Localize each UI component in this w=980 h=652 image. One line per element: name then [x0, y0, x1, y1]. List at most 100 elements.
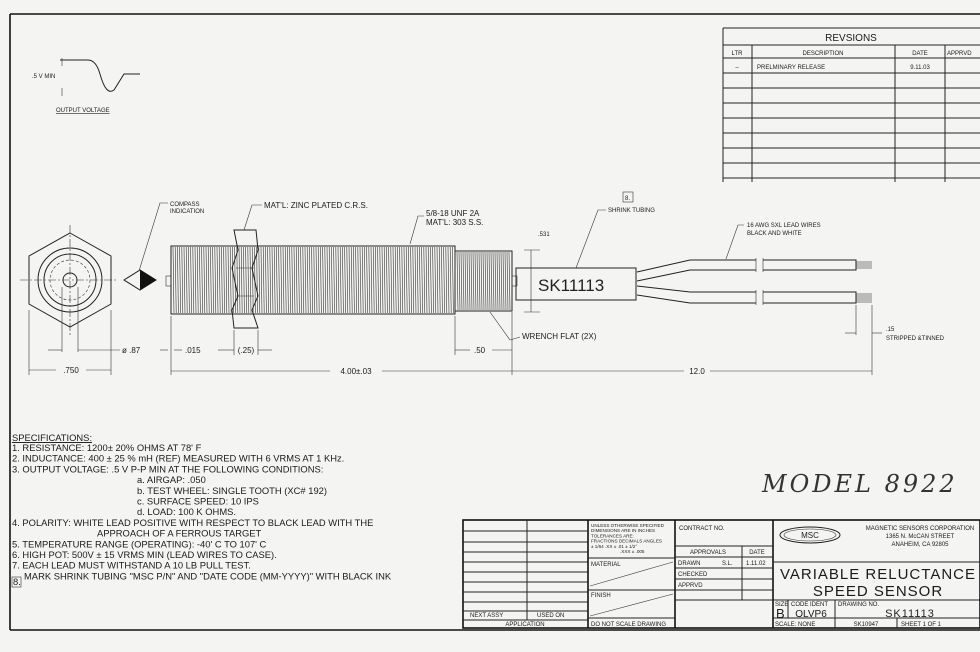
thread-line — [488, 251, 491, 311]
thread-line — [408, 246, 410, 314]
thread-line — [355, 246, 357, 314]
thread-line — [203, 246, 206, 314]
thread-line — [484, 251, 487, 311]
thread-line — [423, 246, 426, 314]
company-city: ANAHEIM, CA 92805 — [891, 542, 949, 548]
rev-ltr: – — [735, 65, 739, 71]
thread-line — [302, 246, 305, 314]
dim-diameter: ø .87 — [122, 346, 141, 355]
thread-line — [236, 246, 239, 314]
thread-line — [357, 246, 360, 314]
thread-line — [427, 246, 430, 314]
thread-line — [249, 246, 252, 314]
thread-line — [447, 246, 450, 314]
spec-line: 2. INDUCTANCE: 400 ± 25 % mH (REF) MEASU… — [12, 453, 344, 464]
contract-no: CONTRACT NO. — [679, 526, 725, 532]
thread-line — [331, 246, 333, 314]
thread-line — [196, 246, 199, 314]
thread-line — [490, 251, 493, 311]
rev-description: PRELMINARY RELEASE — [757, 65, 825, 71]
tube-label: SK11113 — [538, 276, 604, 295]
thread-line — [271, 246, 274, 314]
thread-line — [324, 246, 327, 314]
thread-line — [201, 246, 203, 314]
size-value: B — [776, 606, 785, 621]
spec-line: MARK SHRINK TUBING "MSC P/N" AND "DATE C… — [24, 570, 392, 581]
thread-line — [322, 246, 324, 314]
thread-line — [390, 246, 393, 314]
thread-line — [464, 251, 467, 311]
thread-line — [214, 246, 217, 314]
thread-line — [480, 251, 483, 311]
thread-line — [306, 246, 309, 314]
sheet-border — [9, 13, 980, 631]
ref-drawing: SK10947 — [854, 622, 879, 628]
shrink-tubing-label: SHRINK TUBING — [608, 208, 655, 214]
compass-label-2: INDICATION — [170, 209, 204, 215]
approved: APPRVD — [678, 583, 703, 589]
thread-line — [278, 246, 280, 314]
thread-line — [498, 251, 501, 311]
thread-line — [403, 246, 406, 314]
thread-line — [315, 246, 318, 314]
thread-line — [492, 251, 495, 311]
thread-line — [216, 246, 219, 314]
thread-line — [181, 246, 184, 314]
thread-line — [265, 246, 267, 314]
thread-line — [229, 246, 232, 314]
code-ident-label: CODE IDENT — [791, 602, 828, 608]
code-ident: OLVP6 — [795, 609, 827, 620]
thread-line — [414, 246, 417, 314]
thread-line — [192, 246, 195, 314]
wrench-flat: WRENCH FLAT (2X) — [522, 332, 597, 341]
thread-line — [470, 251, 473, 311]
thread-line — [207, 246, 210, 314]
thread-line — [377, 246, 379, 314]
thread-line — [276, 246, 278, 314]
thread-line — [335, 246, 338, 314]
no-scale: DO NOT SCALE DRAWING — [591, 622, 666, 628]
thread-line — [397, 246, 399, 314]
spec-line: APPROACH OF A FERROUS TARGET — [97, 528, 262, 539]
thread-line — [405, 246, 408, 314]
thread-line — [370, 246, 373, 314]
size-label: SIZE — [775, 602, 788, 608]
thread-line — [326, 246, 329, 314]
thread-line — [177, 246, 179, 314]
thread-line — [445, 246, 448, 314]
thread-line — [273, 246, 276, 314]
thread-line — [419, 246, 421, 314]
lead-wires-color: BLACK AND WHITE — [747, 231, 802, 237]
revisions-title: REVSIONS — [825, 33, 877, 44]
thread-line — [486, 251, 489, 311]
thread-line — [284, 246, 287, 314]
output-voltage-inset: .5 V MIN OUTPUT VOLTAGE — [32, 58, 140, 114]
thread-line — [269, 246, 272, 314]
thread-line — [449, 246, 452, 314]
thread-line — [256, 246, 258, 314]
material: MATERIAL — [591, 562, 621, 568]
thread-line — [508, 251, 511, 311]
thread-line — [502, 251, 505, 311]
thread-line — [466, 251, 469, 311]
revisions-table: REVSIONS LTR DESCRIPTION DATE APPRVD – P… — [722, 27, 980, 182]
drawing-title-1: VARIABLE RELUCTANCE — [780, 566, 976, 583]
thread-line — [238, 246, 241, 314]
thread-line — [295, 246, 298, 314]
tolerance-note: ± 1/64 .XX ± .01 ± 1/2° — [591, 544, 637, 549]
thread-line — [298, 246, 300, 314]
thread-line — [199, 246, 201, 314]
thread-line — [328, 246, 331, 314]
strip-note: STRIPPED &TINNED — [886, 336, 945, 342]
thread-line — [353, 246, 355, 314]
thread-line — [425, 246, 428, 314]
spec-line: 1. RESISTANCE: 1200± 20% OHMS AT 78' F — [12, 442, 202, 453]
thread-line — [383, 246, 386, 314]
thread-line — [388, 246, 390, 314]
spec-note8-num: 8. — [13, 576, 21, 587]
waveform — [60, 59, 140, 92]
thread-line — [366, 246, 368, 314]
thread-line — [240, 246, 243, 314]
thread-line — [348, 246, 351, 314]
